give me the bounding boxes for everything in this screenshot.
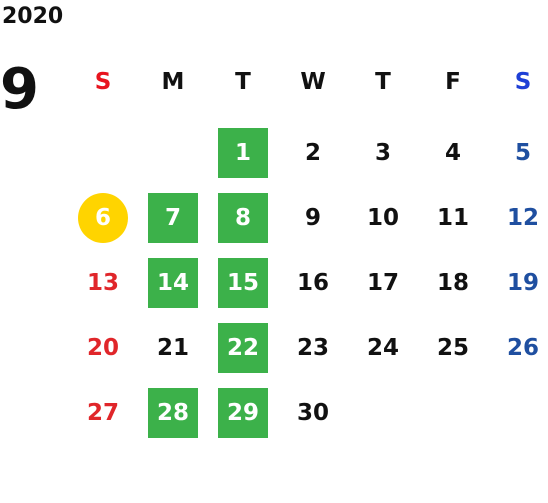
highlighted-day: 15 [218, 257, 268, 308]
day-cell[interactable]: 25 [418, 315, 488, 380]
day-number: 17 [366, 269, 399, 296]
day-number: 30 [296, 399, 329, 426]
day-cell[interactable]: 12 [488, 185, 548, 250]
day-cell[interactable]: 30 [278, 380, 348, 445]
day-number: 19 [506, 269, 539, 296]
day-cell[interactable]: 8 [208, 185, 278, 250]
day-cell[interactable]: 27 [68, 380, 138, 445]
weekday-label: W [300, 69, 326, 95]
day-number: 20 [86, 334, 119, 361]
day-cell[interactable]: 20 [68, 315, 138, 380]
day-cell[interactable]: 13 [68, 250, 138, 315]
day-cell[interactable]: 15 [208, 250, 278, 315]
day-number: 9 [304, 204, 321, 231]
day-cell[interactable]: 3 [348, 120, 418, 185]
month-label: 9 [0, 57, 39, 122]
day-cell[interactable]: 28 [138, 380, 208, 445]
highlighted-day: 14 [148, 257, 198, 308]
weekday-label: M [161, 69, 185, 95]
day-cell[interactable]: 4 [418, 120, 488, 185]
day-cell[interactable]: 11 [418, 185, 488, 250]
day-cell[interactable]: 7 [138, 185, 208, 250]
day-cell[interactable]: 9 [278, 185, 348, 250]
highlighted-day: 8 [218, 192, 268, 243]
day-number: 10 [366, 204, 399, 231]
day-cell[interactable]: 22 [208, 315, 278, 380]
day-number: 25 [436, 334, 469, 361]
day-number: 23 [296, 334, 329, 361]
day-cell[interactable]: 6 [68, 185, 138, 250]
day-number: 13 [86, 269, 119, 296]
year-label: 2020 [2, 4, 64, 29]
day-cell[interactable]: 14 [138, 250, 208, 315]
day-cell[interactable]: 19 [488, 250, 548, 315]
day-number: 12 [506, 204, 539, 231]
day-number: 16 [296, 269, 329, 296]
day-number: 5 [514, 139, 531, 166]
highlighted-day: 22 [218, 322, 268, 373]
day-number: 21 [156, 334, 189, 361]
day-cell[interactable]: 16 [278, 250, 348, 315]
day-cell[interactable]: 1 [208, 120, 278, 185]
weekday-label: S [514, 69, 532, 95]
day-number: 18 [436, 269, 469, 296]
day-number: 11 [436, 204, 469, 231]
weekday-label: F [445, 69, 461, 95]
day-cell[interactable]: 21 [138, 315, 208, 380]
day-number: 26 [506, 334, 539, 361]
weekday-label: T [375, 69, 391, 95]
day-number: 24 [366, 334, 399, 361]
day-cell[interactable]: 26 [488, 315, 548, 380]
day-number: 27 [86, 399, 119, 426]
day-cell[interactable]: 2 [278, 120, 348, 185]
weekday-label: T [235, 69, 251, 95]
highlighted-day: 1 [218, 127, 268, 178]
day-cell[interactable]: 17 [348, 250, 418, 315]
today-marker: 6 [78, 192, 128, 243]
day-cell[interactable]: 5 [488, 120, 548, 185]
day-cell[interactable]: 29 [208, 380, 278, 445]
day-number: 4 [444, 139, 461, 166]
highlighted-day: 28 [148, 387, 198, 438]
highlighted-day: 29 [218, 387, 268, 438]
day-cell[interactable]: 23 [278, 315, 348, 380]
day-number: 3 [374, 139, 391, 166]
day-cell[interactable]: 10 [348, 185, 418, 250]
day-number: 2 [304, 139, 321, 166]
day-cell[interactable]: 24 [348, 315, 418, 380]
day-cell[interactable]: 18 [418, 250, 488, 315]
weekday-label: S [94, 69, 112, 95]
highlighted-day: 7 [148, 192, 198, 243]
